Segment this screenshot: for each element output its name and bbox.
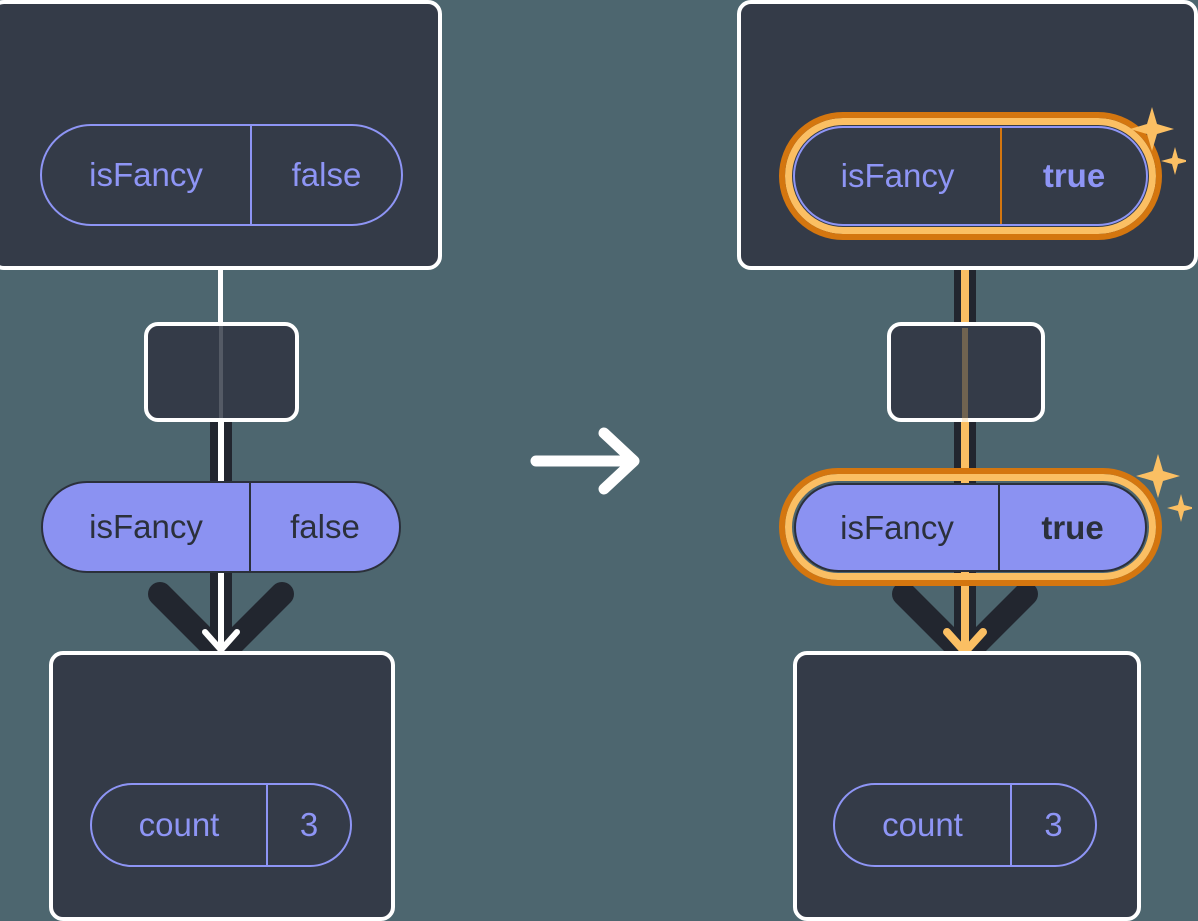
counter-state-pill-key-after: count — [882, 806, 963, 843]
counter-state-pill-value-before: 3 — [266, 785, 350, 865]
app-state-pill-key-before: isFancy — [89, 156, 203, 193]
sparkles-icon-app-after — [1130, 107, 1186, 175]
div-box-after[interactable] — [887, 322, 1045, 422]
props-pill-value-after: true — [998, 485, 1145, 570]
app-state-pill-before[interactable]: isFancy false — [40, 124, 403, 226]
app-state-pill-after[interactable]: isFancy true — [793, 126, 1148, 226]
counter-state-pill-value-after: 3 — [1010, 785, 1095, 865]
props-pill-before[interactable]: isFancy false — [41, 481, 401, 573]
app-state-pill-value-before: false — [250, 126, 401, 224]
transition-arrow-icon — [530, 427, 640, 495]
connector-behind-div-after — [962, 328, 968, 422]
counter-state-pill-after[interactable]: count 3 — [833, 783, 1097, 867]
counter-box-before[interactable] — [49, 651, 395, 921]
props-pill-key-before: isFancy — [89, 508, 203, 545]
props-pill-value-before: false — [249, 483, 399, 571]
props-pill-after[interactable]: isFancy true — [794, 483, 1147, 572]
app-state-pill-value-after: true — [1000, 128, 1146, 224]
counter-state-pill-before[interactable]: count 3 — [90, 783, 352, 867]
sparkles-icon-props-after — [1136, 454, 1192, 522]
connector-div-to-props-core-before — [218, 418, 224, 486]
div-box-before[interactable] — [144, 322, 299, 422]
connector-app-to-div-core-after — [961, 228, 969, 328]
connector-behind-div-before — [219, 326, 223, 422]
app-state-pill-key-after: isFancy — [840, 157, 955, 194]
connector-app-to-div-before — [218, 266, 223, 326]
counter-state-pill-key-before: count — [138, 806, 220, 843]
props-pill-key-after: isFancy — [840, 508, 954, 546]
connector-div-to-props-core-after — [961, 418, 969, 486]
